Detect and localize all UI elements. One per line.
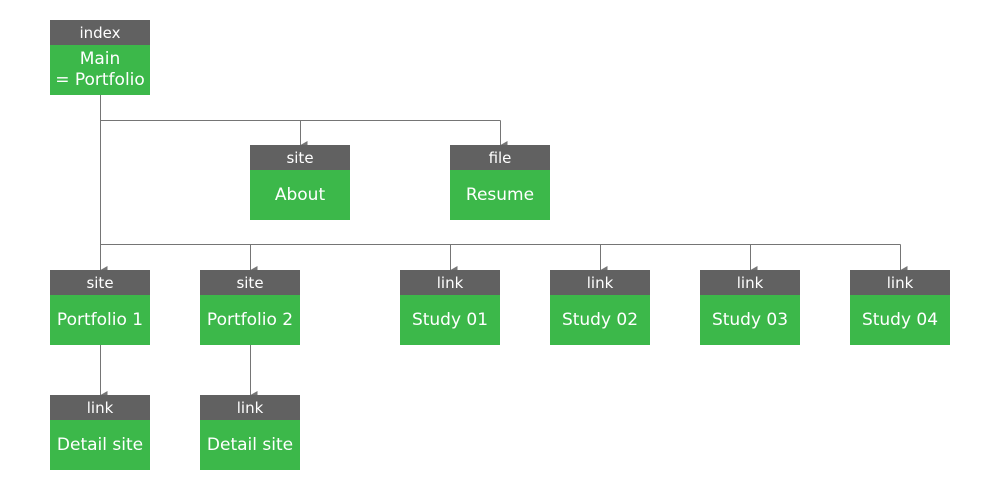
node-type: site	[200, 270, 300, 295]
node-detail-site-2: link Detail site	[200, 395, 300, 470]
node-type: link	[50, 395, 150, 420]
node-type: site	[250, 145, 350, 170]
node-study-01: link Study 01	[400, 270, 500, 345]
node-type: link	[550, 270, 650, 295]
node-portfolio-1: site Portfolio 1	[50, 270, 150, 345]
node-type: link	[850, 270, 950, 295]
node-type: link	[400, 270, 500, 295]
node-label: Study 02	[550, 295, 650, 345]
node-type: link	[700, 270, 800, 295]
node-label: Portfolio 2	[200, 295, 300, 345]
node-detail-site-1: link Detail site	[50, 395, 150, 470]
node-type: file	[450, 145, 550, 170]
node-main: index Main = Portfolio	[50, 20, 150, 95]
node-label: Detail site	[200, 420, 300, 470]
node-study-03: link Study 03	[700, 270, 800, 345]
node-portfolio-2: site Portfolio 2	[200, 270, 300, 345]
node-label: Resume	[450, 170, 550, 220]
node-label: Portfolio 1	[50, 295, 150, 345]
node-resume: file Resume	[450, 145, 550, 220]
node-label: Study 03	[700, 295, 800, 345]
node-type: index	[50, 20, 150, 45]
node-label: Main = Portfolio	[50, 45, 150, 95]
node-label: About	[250, 170, 350, 220]
node-type: link	[200, 395, 300, 420]
node-label: Study 01	[400, 295, 500, 345]
node-study-04: link Study 04	[850, 270, 950, 345]
node-study-02: link Study 02	[550, 270, 650, 345]
node-label: Study 04	[850, 295, 950, 345]
node-type: site	[50, 270, 150, 295]
node-label: Detail site	[50, 420, 150, 470]
node-about: site About	[250, 145, 350, 220]
